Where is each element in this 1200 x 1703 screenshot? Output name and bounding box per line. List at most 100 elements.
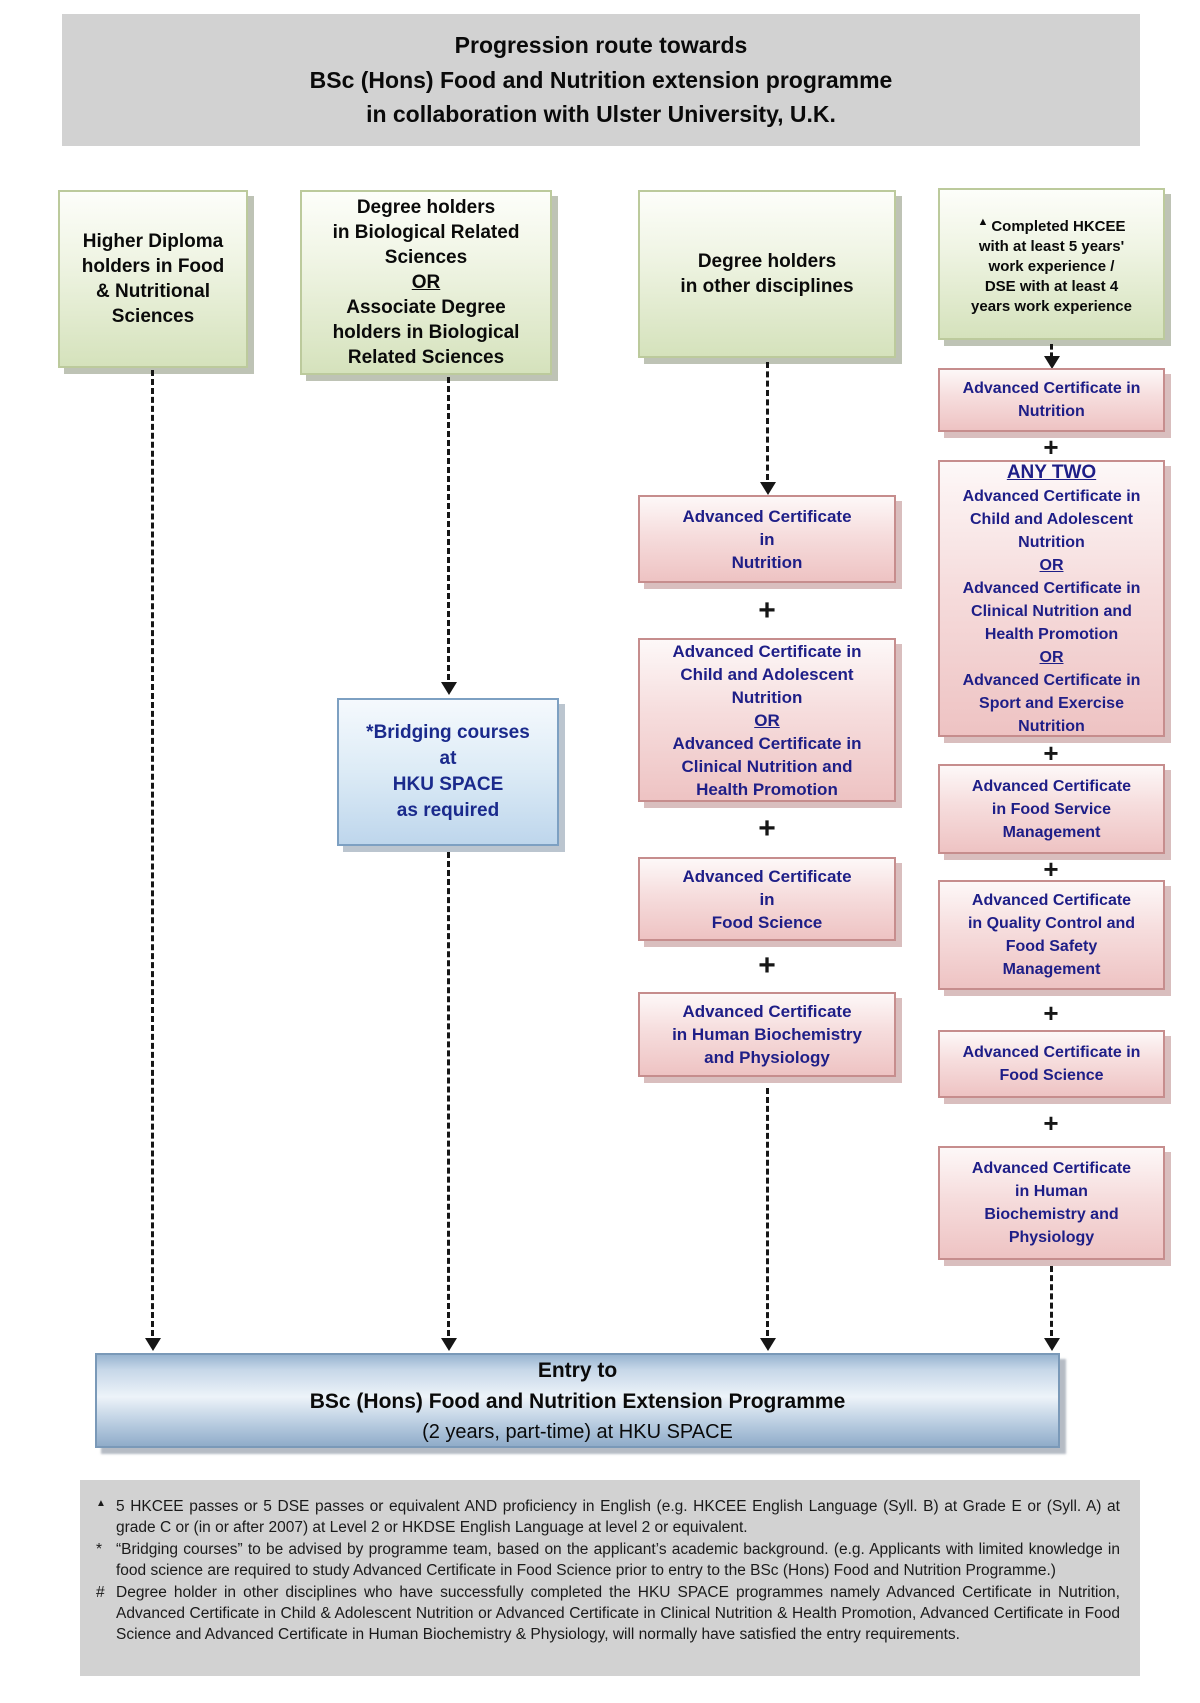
arrowhead-icon bbox=[441, 1338, 457, 1351]
source-box-hkcee-dse: ▲Completed HKCEE with at least 5 years' … bbox=[938, 188, 1165, 340]
entry-line: Entry to bbox=[537, 1358, 618, 1382]
cert-box-nutrition-col4: Advanced Certificate in Nutrition bbox=[938, 368, 1165, 432]
plus-separator: + bbox=[758, 594, 776, 627]
box-text-line: with at least 5 years' bbox=[978, 237, 1125, 255]
box-text-line: Food Science bbox=[711, 912, 823, 932]
footnote-text: Degree holder in other disciplines who h… bbox=[116, 1584, 1120, 1643]
bridging-courses-box: *Bridging courses at HKU SPACE as requir… bbox=[337, 698, 559, 846]
box-text-line: Advanced Certificate bbox=[971, 892, 1132, 909]
box-text-line: in Human Biochemistry bbox=[672, 1025, 862, 1044]
box-text-line: in Human bbox=[1015, 1183, 1088, 1200]
plus-separator: + bbox=[1043, 738, 1059, 768]
plus-separator: + bbox=[1043, 432, 1059, 462]
box-text-line: *Bridging courses bbox=[366, 722, 530, 743]
box-text-line: Biochemistry and bbox=[984, 1206, 1119, 1223]
cert-box-human-biochemistry-col4: Advanced Certificate in Human Biochemist… bbox=[938, 1146, 1165, 1260]
source-box-other-disciplines: Degree holders in other disciplines bbox=[638, 190, 896, 358]
footnotes-panel: ▲ 5 HKCEE passes or 5 DSE passes or equi… bbox=[80, 1480, 1140, 1676]
box-text-line: in bbox=[759, 889, 775, 909]
box-text-line: at bbox=[439, 748, 457, 769]
box-text-line: Nutrition bbox=[1018, 403, 1085, 420]
box-text-line: Child and Adolescent bbox=[970, 510, 1133, 528]
box-text-line: holders in Food bbox=[81, 256, 225, 277]
entry-line: BSc (Hons) Food and Nutrition Extension … bbox=[309, 1389, 846, 1413]
box-text-line: Food Safety bbox=[1005, 938, 1098, 955]
entry-box: Entry to BSc (Hons) Food and Nutrition E… bbox=[95, 1353, 1060, 1448]
box-text-line: holders in Biological bbox=[332, 322, 520, 343]
title-line: Progression route towards bbox=[454, 32, 748, 59]
dashed-connector-col2-lower bbox=[447, 852, 450, 1336]
entry-line: (2 years, part-time) at HKU SPACE bbox=[422, 1420, 733, 1443]
cert-box-food-service: Advanced Certificate in Food Service Man… bbox=[938, 764, 1165, 854]
plus-separator: + bbox=[1043, 854, 1059, 884]
box-text-line: Advanced Certificate bbox=[682, 866, 852, 886]
plus-separator: + bbox=[1043, 1108, 1059, 1138]
arrowhead-icon bbox=[1044, 1338, 1060, 1351]
or-separator: OR bbox=[411, 272, 441, 293]
dashed-connector-col4-lower bbox=[1050, 1266, 1053, 1336]
plus-separator: + bbox=[758, 812, 776, 845]
dashed-connector-col3-upper bbox=[766, 362, 769, 480]
box-text-line: Advanced Certificate bbox=[971, 777, 1132, 795]
dashed-connector-col4-top bbox=[1050, 344, 1053, 358]
box-text-line: Health Promotion bbox=[984, 625, 1119, 643]
box-text-line: in Quality Control and bbox=[967, 915, 1136, 932]
cert-box-any-two: ANY TWO Advanced Certificate in Child an… bbox=[938, 460, 1165, 737]
arrowhead-icon bbox=[441, 682, 457, 695]
box-text-line: years work experience bbox=[971, 297, 1132, 315]
box-text-line: Degree holders bbox=[356, 197, 496, 218]
plus-separator: + bbox=[758, 949, 776, 982]
box-text-line: Related Sciences bbox=[347, 347, 505, 368]
box-text-line: work experience / bbox=[988, 257, 1115, 275]
cert-box-food-science-col4: Advanced Certificate in Food Science bbox=[938, 1030, 1165, 1098]
box-text-line: Health Promotion bbox=[696, 779, 838, 799]
or-separator: OR bbox=[1039, 556, 1064, 574]
box-text-line: Food Science bbox=[999, 1067, 1104, 1084]
footnote-text: 5 HKCEE passes or 5 DSE passes or equiva… bbox=[116, 1498, 1120, 1536]
box-text-line: Child and Adolescent bbox=[680, 664, 854, 684]
triangle-footnote-marker: ▲ bbox=[96, 1498, 106, 1509]
dashed-connector-col1 bbox=[151, 370, 154, 1336]
box-text-line: Physiology bbox=[1008, 1229, 1095, 1246]
footnote-text: “Bridging courses” to be advised by prog… bbox=[116, 1541, 1120, 1579]
any-two-header: ANY TWO bbox=[1006, 461, 1097, 483]
cert-box-child-or-clinical: Advanced Certificate in Child and Adoles… bbox=[638, 638, 896, 802]
box-text-line: ▲Completed HKCEE bbox=[977, 215, 1126, 235]
box-text-line: as required bbox=[396, 800, 500, 821]
box-text-line: Degree holders bbox=[697, 251, 837, 272]
footnote-hkcee-passes: ▲ 5 HKCEE passes or 5 DSE passes or equi… bbox=[96, 1496, 1120, 1538]
arrowhead-icon bbox=[1044, 356, 1060, 369]
cert-box-nutrition: Advanced Certificate in Nutrition bbox=[638, 495, 896, 583]
box-text-line: Advanced Certificate in bbox=[962, 1044, 1141, 1061]
box-text-line: Management bbox=[1002, 961, 1101, 978]
box-text-line: Advanced Certificate bbox=[682, 506, 852, 526]
box-text-line: Nutrition bbox=[731, 552, 803, 572]
box-text-line: Management bbox=[1002, 823, 1101, 841]
or-separator: OR bbox=[1039, 648, 1064, 666]
box-text-line: in Biological Related bbox=[332, 222, 520, 243]
box-text-line: in other disciplines bbox=[680, 276, 854, 297]
box-text-line: Associate Degree bbox=[346, 297, 506, 318]
box-text-line: Advanced Certificate in bbox=[962, 380, 1141, 397]
box-text-line: Nutrition bbox=[1018, 717, 1085, 735]
or-separator: OR bbox=[754, 710, 780, 730]
cert-box-food-science: Advanced Certificate in Food Science bbox=[638, 857, 896, 941]
dashed-connector-col3-lower bbox=[766, 1088, 769, 1336]
cert-box-quality-control: Advanced Certificate in Quality Control … bbox=[938, 880, 1165, 990]
box-text-line: and Physiology bbox=[704, 1048, 830, 1067]
plus-separator: + bbox=[1043, 998, 1059, 1028]
box-text-line: Advanced Certificate bbox=[971, 1160, 1132, 1177]
hash-footnote-marker: # bbox=[96, 1584, 105, 1601]
source-box-higher-diploma: Higher Diploma holders in Food & Nutriti… bbox=[58, 190, 248, 368]
box-text-line: Advanced Certificate in bbox=[672, 733, 862, 753]
box-text-line: Advanced Certificate in bbox=[962, 671, 1141, 689]
box-text-line: Advanced Certificate in bbox=[672, 641, 862, 661]
box-text-line: HKU SPACE bbox=[392, 774, 504, 795]
box-text-line: Nutrition bbox=[731, 687, 803, 707]
box-text-line: Advanced Certificate in bbox=[962, 487, 1141, 505]
box-text-line: DSE with at least 4 bbox=[984, 277, 1119, 295]
box-text-line: Sciences bbox=[384, 247, 468, 268]
arrowhead-icon bbox=[760, 482, 776, 495]
box-text-line: Sport and Exercise bbox=[979, 694, 1124, 712]
